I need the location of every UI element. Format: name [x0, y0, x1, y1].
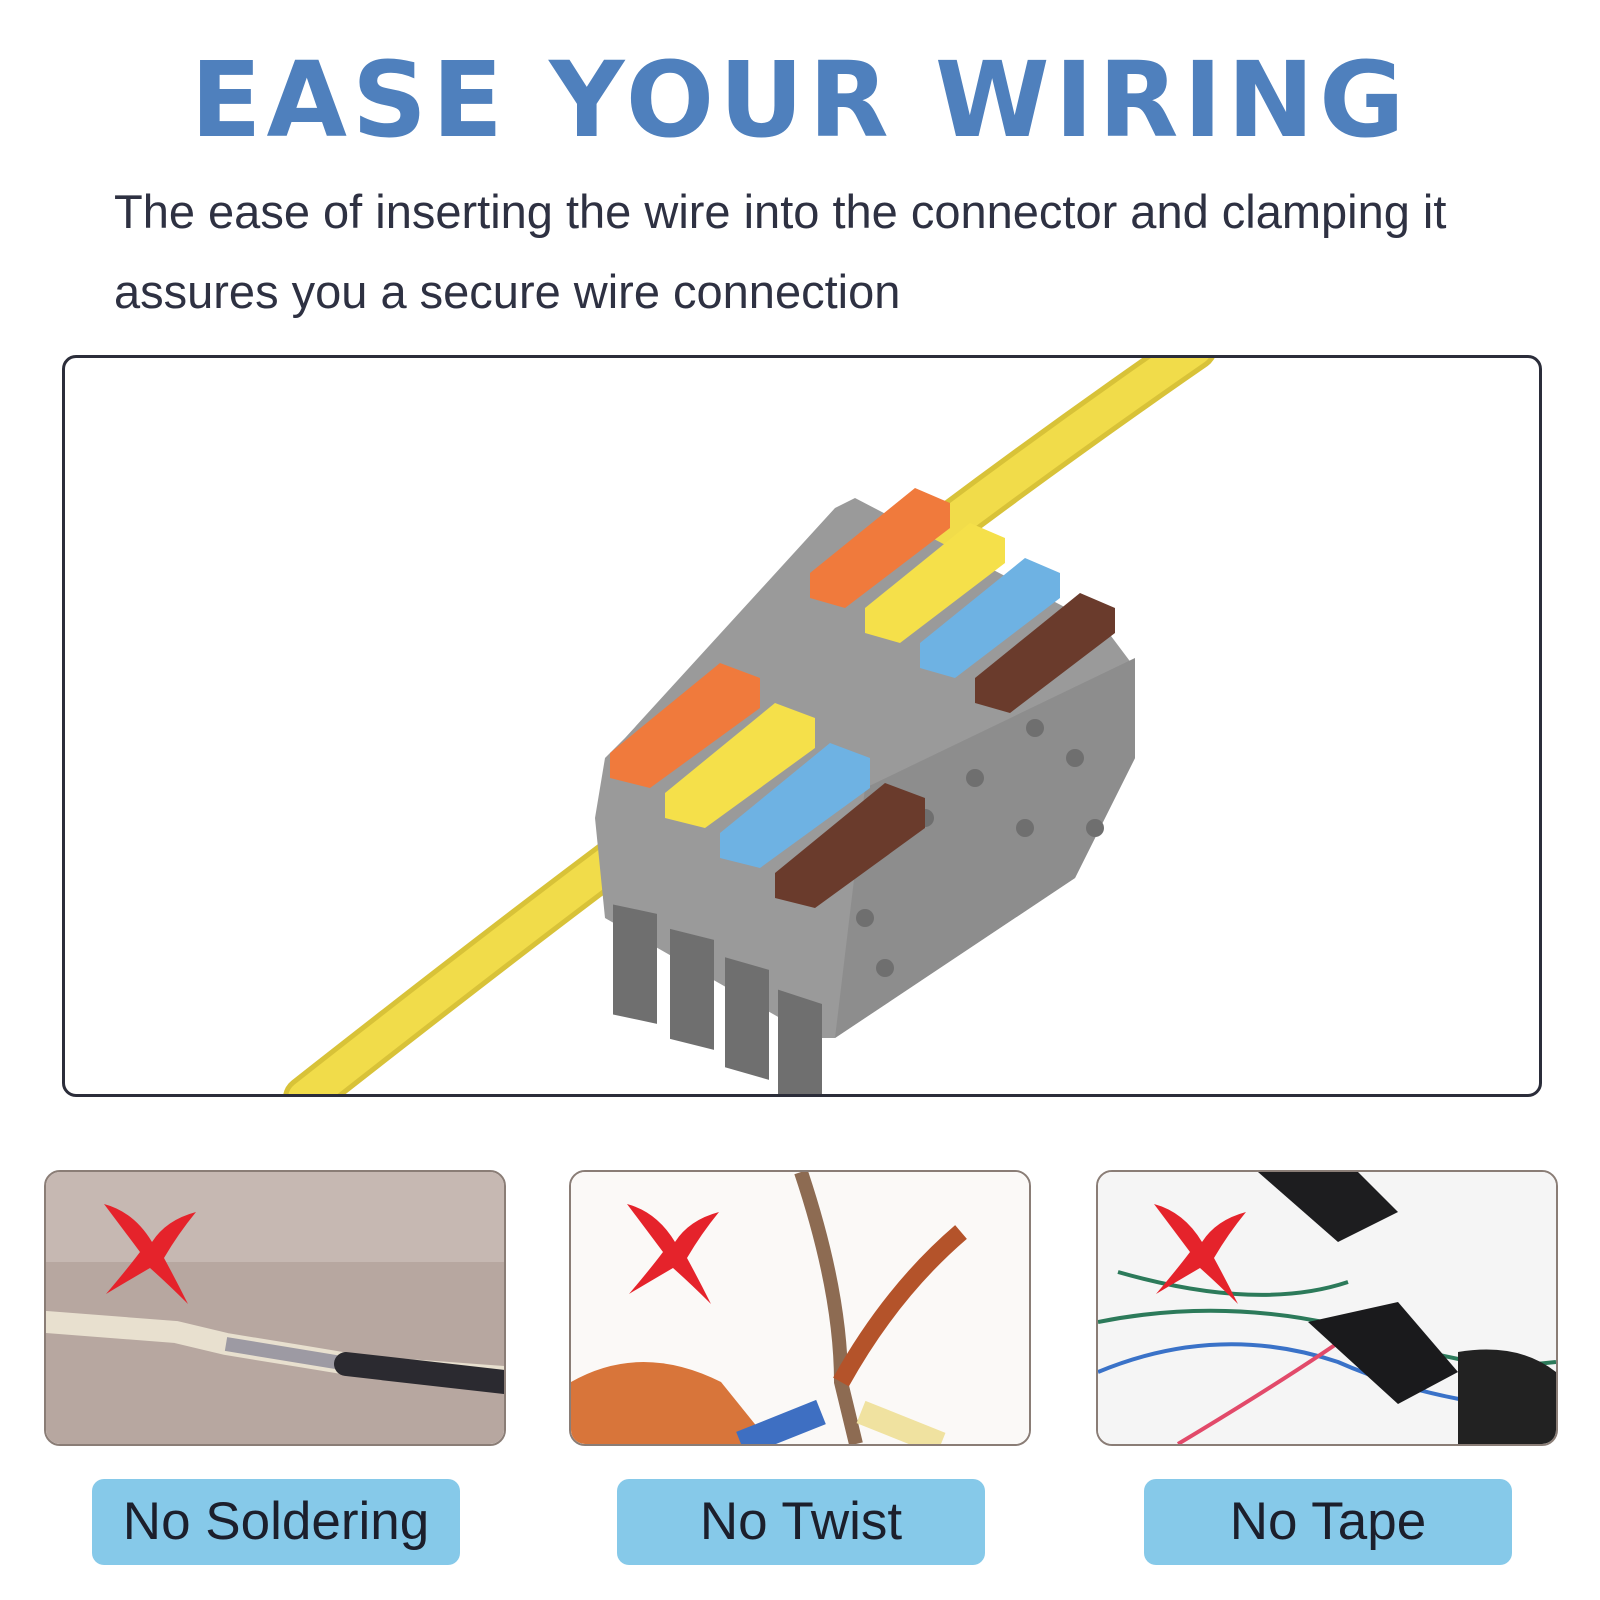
page-subtitle: The ease of inserting the wire into the … [114, 185, 1447, 318]
panel-no-soldering [44, 1170, 506, 1446]
levers-back [810, 488, 1115, 713]
twisted-wire-photo [571, 1172, 1029, 1444]
panel-no-twist [569, 1170, 1031, 1446]
panel-no-tape [1096, 1170, 1558, 1446]
soldered-wire-photo [46, 1172, 504, 1444]
x-mark-icon [104, 1204, 196, 1304]
connector-illustration [283, 358, 1215, 1094]
hero-product-image [62, 355, 1542, 1097]
label-no-tape: No Tape [1144, 1479, 1512, 1565]
label-no-soldering: No Soldering [92, 1479, 460, 1565]
page-title: EASE YOUR WIRING [190, 39, 1410, 161]
label-no-twist: No Twist [617, 1479, 985, 1565]
taped-wire-photo [1098, 1172, 1556, 1444]
x-mark-icon [1154, 1204, 1246, 1304]
levers-front [610, 663, 925, 908]
x-mark-icon [627, 1204, 719, 1304]
